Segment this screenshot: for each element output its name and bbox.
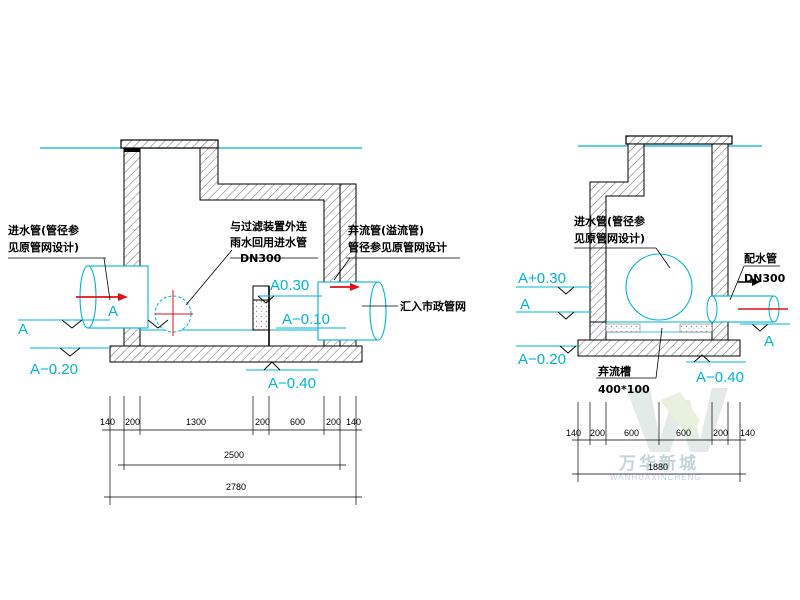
manhole-cover — [120, 139, 219, 149]
dim-2780: 2780 — [226, 482, 246, 492]
level-mark-icon — [557, 311, 575, 320]
trough-label: 弃流槽 — [597, 364, 631, 378]
trough-size: 400*100 — [598, 383, 650, 396]
dim-140-b: 140 — [346, 417, 361, 427]
inlet-pipe — [76, 265, 149, 329]
right-level-a-minus-020: A−0.20 — [518, 351, 566, 368]
level-mark-icon — [751, 323, 769, 332]
level-a-030: A0.30 — [270, 277, 309, 294]
right-wall — [711, 143, 729, 297]
right-dim-600-b: 600 — [676, 428, 691, 438]
flow-arrow-icon — [350, 283, 360, 291]
bottom-slab — [109, 345, 363, 363]
level-mark-icon — [557, 286, 575, 295]
manhole-cover — [625, 135, 733, 145]
dim-2500: 2500 — [224, 450, 244, 460]
flow-arrow-icon — [752, 278, 760, 286]
distribution-pipe — [706, 278, 788, 323]
level-a-inner: A — [108, 303, 118, 320]
filter-pipe — [154, 249, 233, 336]
right-level-a: A — [520, 296, 530, 313]
watermark: 万华新城 WANHUAXINCHENG — [610, 388, 728, 482]
trough-fill — [605, 323, 641, 333]
level-mark-icon — [257, 295, 275, 304]
dim-200-a: 200 — [125, 417, 140, 427]
overflow-chamber — [252, 285, 270, 346]
inlet-pipe-label-2: 见原管网设计) — [8, 240, 79, 254]
watermark-brand: 万华新城 — [618, 453, 699, 474]
inlet-pipe-section — [625, 253, 693, 321]
flow-arrow-icon — [118, 293, 128, 301]
level-a-minus-010: A−0.10 — [282, 311, 330, 328]
filter-pipe-dn: DN300 — [240, 252, 282, 265]
municipal-label: 汇入市政管网 — [400, 299, 466, 313]
right-level-a-plus-030: A+0.30 — [518, 270, 566, 287]
right-level-a-right: A — [764, 333, 774, 350]
dimension-lines — [102, 396, 362, 505]
right-inlet-pipe-label-1: 进水管(管径参 — [574, 214, 646, 228]
left-section: 进水管(管径参 见原管网设计) 与过滤装置外连 雨水回用进水管 DN300 弃流… — [8, 139, 466, 505]
distribution-pipe-dn: DN300 — [744, 272, 786, 285]
dim-140-a: 140 — [100, 417, 115, 427]
watermark-romanized: WANHUAXINCHENG — [610, 473, 701, 482]
right-dim-140-a: 140 — [566, 428, 581, 438]
inlet-pipe-label-1: 进水管(管径参 — [8, 223, 80, 237]
right-level-a-minus-040: A−0.40 — [696, 369, 744, 386]
filter-pipe-label-1: 与过滤装置外连 — [230, 219, 308, 233]
level-mark-icon — [693, 354, 711, 363]
dim-600: 600 — [290, 417, 305, 427]
dim-200-b: 200 — [255, 417, 270, 427]
level-mark-icon — [559, 345, 577, 354]
right-dimension-lines — [572, 402, 746, 482]
watermark-logo-shape-green — [660, 392, 700, 440]
level-a-minus-040: A−0.40 — [268, 375, 316, 392]
overflow-pipe — [317, 281, 398, 341]
right-dim-600-a: 600 — [624, 428, 639, 438]
dim-200-c: 200 — [326, 417, 341, 427]
level-mark-icon — [147, 319, 169, 329]
overflow-pipe-label-2: 管径参见原管网设计 — [348, 240, 447, 254]
level-mark-icon — [263, 361, 281, 371]
level-mark-icon — [61, 319, 83, 329]
right-section: 进水管(管径参 见原管网设计) 配水管 DN300 弃流槽 400*100 A+… — [516, 135, 790, 482]
right-dim-1880: 1880 — [648, 462, 668, 472]
dim-1300: 1300 — [186, 417, 206, 427]
overflow-pipe-label-1: 弃流管(溢流管) — [347, 223, 424, 237]
distribution-pipe-label: 配水管 — [744, 251, 777, 265]
level-a: A — [18, 321, 28, 338]
right-dim-200-b: 200 — [713, 428, 728, 438]
right-dim-140-b: 140 — [740, 428, 755, 438]
right-inlet-pipe-label-2: 见原管网设计) — [574, 231, 645, 245]
level-a-minus-020: A−0.20 — [30, 361, 78, 378]
right-dim-200-a: 200 — [590, 428, 605, 438]
level-mark-icon — [59, 347, 81, 357]
filter-pipe-label-2: 雨水回用进水管 — [230, 235, 307, 249]
